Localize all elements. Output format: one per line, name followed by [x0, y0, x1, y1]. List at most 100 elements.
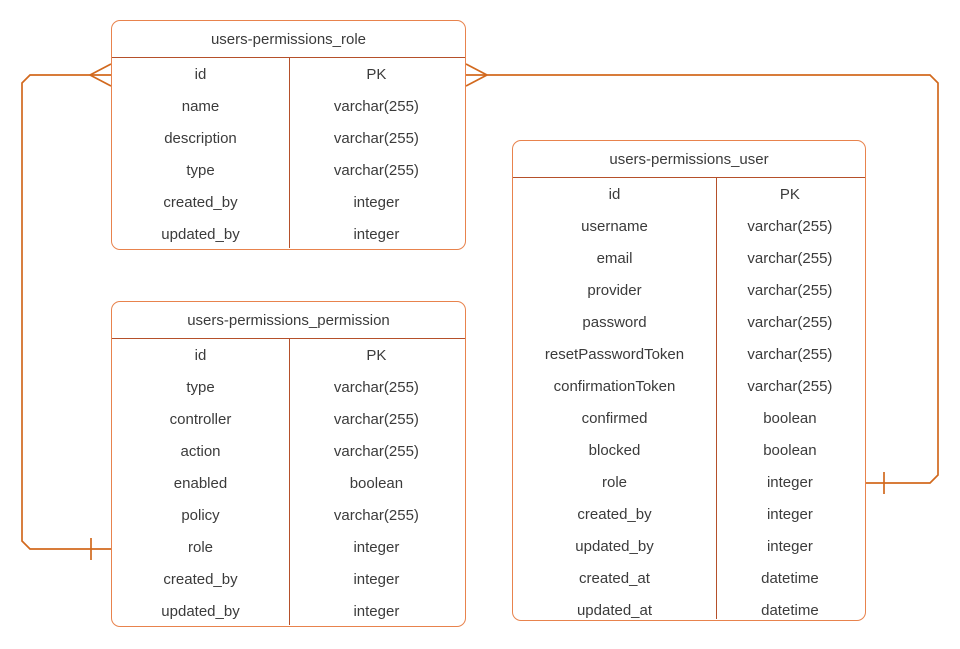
field-name: description [164, 130, 237, 146]
field-name: type [186, 379, 215, 395]
relationship-permission-role [21, 63, 112, 560]
field-type: varchar(255) [333, 379, 419, 395]
field-name: policy [181, 507, 220, 523]
field-name: updated_by [161, 603, 240, 619]
entity-fields-user: id PK username varchar(255) email varchar(255… [513, 178, 865, 619]
field-row[interactable]: description varchar(255) [112, 122, 465, 154]
field-row[interactable]: type varchar(255) [112, 154, 465, 186]
field-row[interactable]: action varchar(255) [112, 435, 465, 467]
field-type: PK [779, 186, 800, 202]
column-divider [716, 178, 717, 619]
field-name: created_by [163, 194, 238, 210]
field-type: datetime [761, 570, 819, 586]
field-row[interactable]: created_by integer [513, 498, 865, 530]
field-type: varchar(255) [747, 282, 833, 298]
field-row[interactable]: created_by integer [112, 563, 465, 595]
field-type: varchar(255) [333, 411, 419, 427]
field-type: integer [766, 506, 813, 522]
field-type: integer [353, 194, 400, 210]
field-type: varchar(255) [747, 250, 833, 266]
cardinality-many-crowfoot [465, 63, 488, 87]
field-row[interactable]: name varchar(255) [112, 90, 465, 122]
field-row[interactable]: blocked boolean [513, 434, 865, 466]
field-name: confirmed [581, 410, 648, 426]
field-type: datetime [761, 602, 819, 618]
field-type: integer [353, 539, 400, 555]
column-divider [289, 339, 290, 625]
field-name: id [194, 66, 207, 82]
field-row[interactable]: created_at datetime [513, 562, 865, 594]
field-name: id [608, 186, 621, 202]
field-name: id [194, 347, 207, 363]
field-type: PK [366, 66, 387, 82]
field-row[interactable]: policy varchar(255) [112, 499, 465, 531]
entity-title-permission: users-permissions_permission [112, 302, 465, 339]
field-name: created_by [577, 506, 652, 522]
cardinality-many-crowfoot [89, 63, 112, 87]
field-row[interactable]: updated_by integer [112, 595, 465, 626]
field-type: integer [766, 538, 813, 554]
field-row[interactable]: resetPasswordToken varchar(255) [513, 338, 865, 370]
field-name: updated_by [575, 538, 654, 554]
field-type: varchar(255) [747, 378, 833, 394]
field-type: varchar(255) [333, 162, 419, 178]
field-row[interactable]: email varchar(255) [513, 242, 865, 274]
field-row[interactable]: username varchar(255) [513, 210, 865, 242]
field-type: varchar(255) [333, 130, 419, 146]
field-type: varchar(255) [747, 218, 833, 234]
field-row[interactable]: created_by integer [112, 186, 465, 218]
field-row[interactable]: type varchar(255) [112, 371, 465, 403]
entity-title-role: users-permissions_role [112, 21, 465, 58]
field-name: enabled [173, 475, 228, 491]
field-row[interactable]: provider varchar(255) [513, 274, 865, 306]
field-name: action [180, 443, 221, 459]
field-name: email [596, 250, 633, 266]
field-row[interactable]: updated_at datetime [513, 594, 865, 620]
field-name: type [186, 162, 215, 178]
field-name: created_by [163, 571, 238, 587]
entity-title-user: users-permissions_user [513, 141, 865, 178]
field-row[interactable]: id PK [112, 58, 465, 90]
column-divider [289, 58, 290, 248]
field-name: controller [169, 411, 232, 427]
field-name: role [601, 474, 627, 490]
field-name: confirmationToken [553, 378, 676, 394]
field-row[interactable]: updated_by integer [513, 530, 865, 562]
connector-line [21, 74, 111, 550]
field-name: blocked [588, 442, 641, 458]
field-name: resetPasswordToken [544, 346, 685, 362]
field-type: integer [353, 603, 400, 619]
entity-fields-role: id PK name varchar(255) description varchar(2… [112, 58, 465, 248]
field-type: varchar(255) [747, 346, 833, 362]
field-type: boolean [763, 442, 817, 458]
field-row[interactable]: role integer [112, 531, 465, 563]
field-type: varchar(255) [333, 98, 419, 114]
field-name: role [187, 539, 213, 555]
field-name: provider [587, 282, 642, 298]
field-row[interactable]: updated_by integer [112, 218, 465, 249]
field-type: integer [353, 226, 400, 242]
field-row[interactable]: confirmationToken varchar(255) [513, 370, 865, 402]
field-type: varchar(255) [747, 314, 833, 330]
field-row[interactable]: controller varchar(255) [112, 403, 465, 435]
field-type: integer [353, 571, 400, 587]
field-name: created_at [579, 570, 650, 586]
field-name: updated_at [576, 602, 653, 618]
field-row[interactable]: enabled boolean [112, 467, 465, 499]
field-row[interactable]: id PK [513, 178, 865, 210]
field-type: varchar(255) [333, 443, 419, 459]
field-type: boolean [349, 475, 404, 491]
field-name: name [181, 98, 220, 114]
field-name: username [581, 218, 648, 234]
field-name: updated_by [161, 226, 240, 242]
field-type: varchar(255) [333, 507, 419, 523]
